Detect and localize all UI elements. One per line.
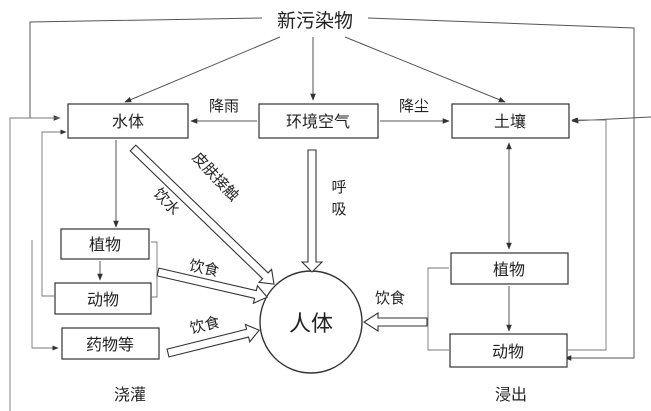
dust-label: 降尘 (399, 97, 429, 115)
left-bracket (151, 241, 158, 298)
irrigation-to-drugs-arrow (31, 240, 59, 351)
air-label: 环境空气 (286, 112, 350, 131)
left-plants-box: 植物 (60, 228, 150, 260)
water-box: 水体 (67, 103, 189, 139)
diet-left-label: 饮食 (187, 256, 220, 280)
diet-right-arrow (362, 311, 428, 333)
breathing-label-1: 呼 (331, 178, 346, 196)
water-label: 水体 (112, 112, 144, 131)
breathing-label-2: 吸 (331, 200, 346, 218)
left-animals-label: 动物 (87, 290, 119, 309)
new-pollutants-label: 新污染物 (277, 10, 353, 32)
drugs-box: 药物等 (61, 327, 160, 360)
soil-box: 土壤 (451, 103, 570, 139)
leaching-label: 浸出 (495, 385, 527, 404)
irrigation-label: 浇灌 (114, 385, 146, 404)
diet-drugs-label: 饮食 (188, 313, 221, 338)
left-animals-box: 动物 (54, 282, 152, 315)
rain-label: 降雨 (209, 97, 239, 115)
irrigation-line (9, 117, 60, 411)
human-label: 人体 (289, 312, 333, 337)
diet-drugs-arrow (166, 323, 261, 358)
right-plants-box: 植物 (450, 252, 569, 285)
right-animals-box: 动物 (449, 333, 568, 368)
left-feedback-loop (41, 129, 67, 297)
right-bracket (427, 267, 449, 351)
soil-label: 土壤 (494, 112, 526, 131)
leaching-loop (567, 117, 607, 351)
diet-right-label: 饮食 (375, 289, 405, 307)
skin-contact-label: 皮肤接触 (189, 149, 243, 205)
pollutant-spread-arrows (124, 36, 506, 103)
diet-left-arrow (156, 267, 269, 305)
human-node: 人体 (259, 270, 363, 374)
air-box: 环境空气 (258, 103, 379, 139)
right-plants-label: 植物 (493, 260, 525, 279)
skin-contact-arrow (129, 144, 275, 285)
right-animals-label: 动物 (492, 342, 524, 361)
breathing-arrow (300, 149, 324, 273)
left-plants-label: 植物 (89, 235, 121, 254)
drugs-label: 药物等 (86, 335, 134, 354)
